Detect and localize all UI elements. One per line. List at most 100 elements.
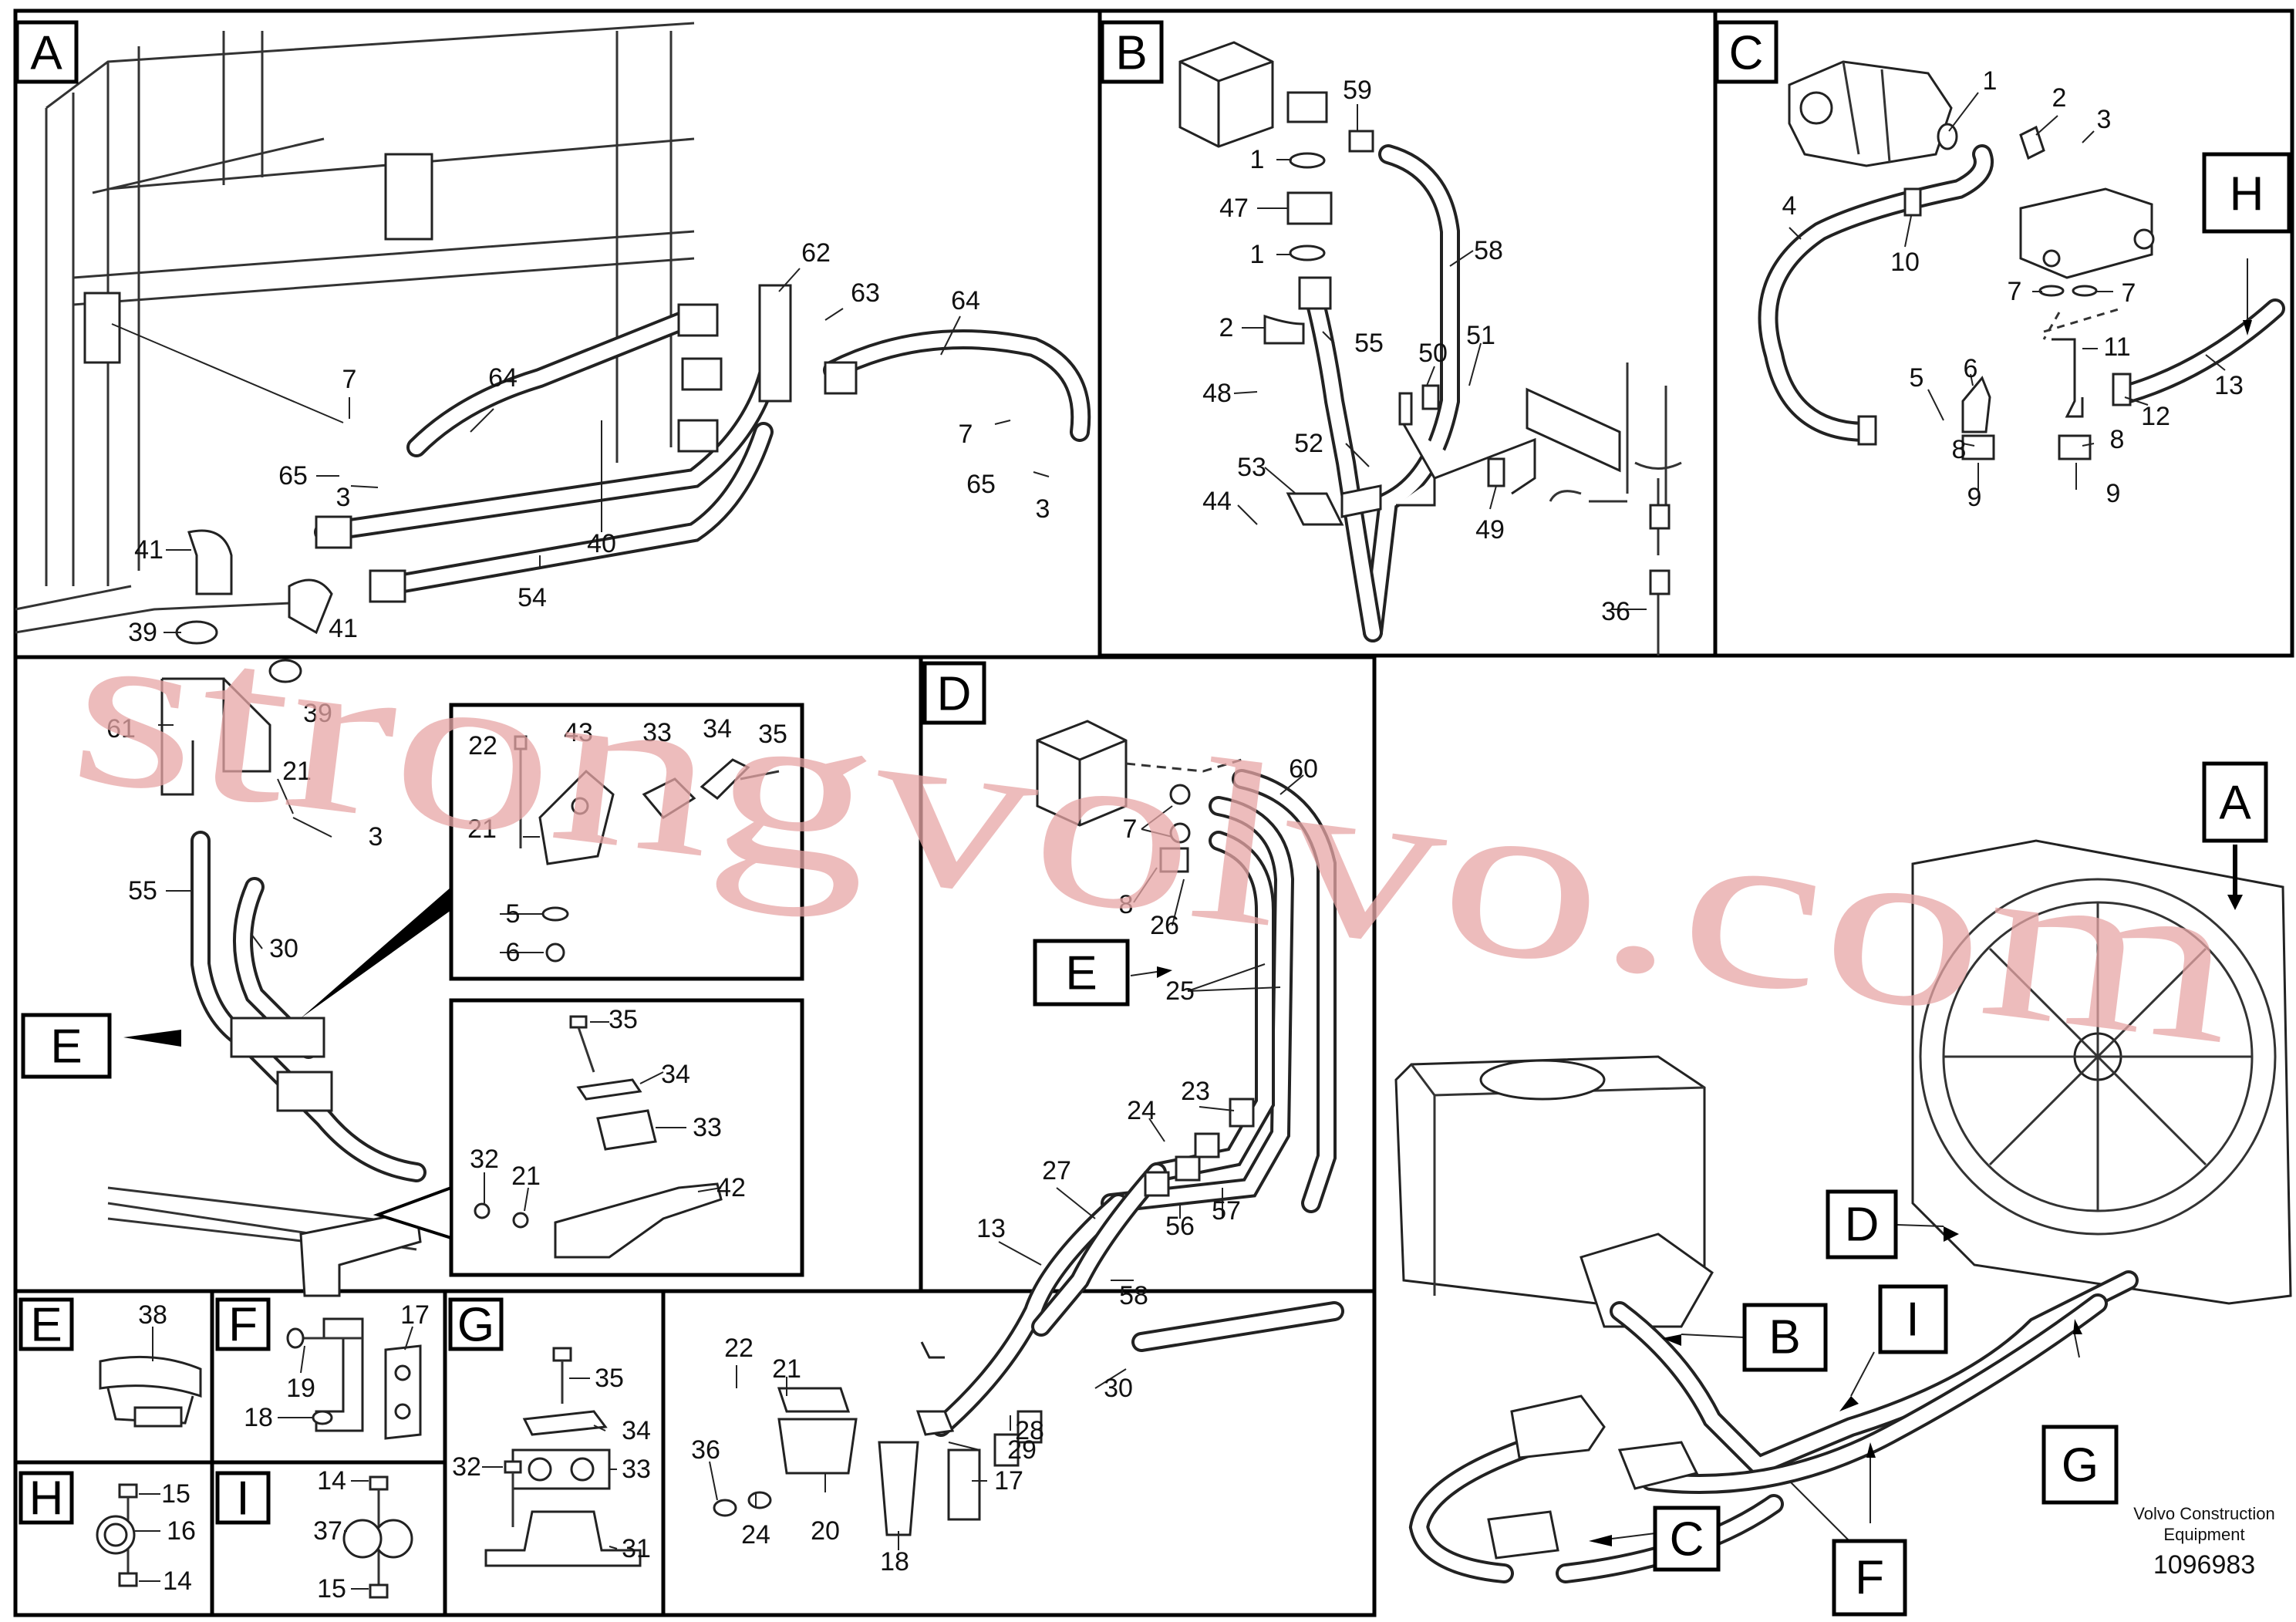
label-b-36: 36: [1601, 597, 1630, 626]
label-d-26: 26: [1150, 911, 1179, 940]
label-a-40: 40: [587, 529, 616, 558]
label-b-49: 49: [1475, 515, 1505, 545]
panel-d-labels: 60 7 8 26 25 23 24 27 13 56 57 58 22 21 …: [691, 754, 1318, 1576]
label-inset-35: 35: [758, 720, 787, 749]
label-inset-22: 22: [468, 731, 497, 760]
panel-a-artwork: [15, 22, 1091, 1297]
label-i-14: 14: [317, 1466, 346, 1496]
label-d-28: 28: [1015, 1416, 1044, 1445]
label-b-53: 53: [1237, 453, 1266, 482]
label-a-64: 64: [488, 363, 518, 393]
panel-h-artwork: 15 16 14: [96, 1479, 196, 1596]
label-a-41b: 41: [329, 614, 358, 643]
label-d-18: 18: [880, 1547, 909, 1576]
watermark: strongvolvo.com: [60, 573, 2250, 1093]
callout-h: H: [2230, 168, 2264, 221]
label-inset-b-34: 34: [661, 1060, 690, 1089]
tag-panel-f: F: [228, 1299, 258, 1352]
overview-tag-d: D: [1845, 1199, 1880, 1252]
label-a-63: 63: [851, 278, 880, 308]
overview-tag-a: A: [2219, 777, 2251, 830]
label-b-52: 52: [1294, 429, 1323, 458]
label-h-16: 16: [167, 1516, 196, 1546]
label-d-24b: 24: [741, 1520, 770, 1549]
label-b-1b: 1: [1250, 240, 1265, 269]
inset-top-frame: [449, 703, 804, 981]
label-d-25: 25: [1165, 976, 1195, 1006]
tag-panel-c: C: [1729, 27, 1764, 80]
panel-e-artwork: 38: [99, 1300, 202, 1428]
label-d-30: 30: [1104, 1374, 1133, 1403]
label-a-62: 62: [801, 238, 831, 268]
label-f-17: 17: [400, 1300, 430, 1330]
label-e-38: 38: [138, 1300, 167, 1330]
label-inset-b-35: 35: [609, 1005, 638, 1034]
label-b-58: 58: [1474, 236, 1503, 265]
panel-b-labels: 59 1 47 1 58 2 55 50 51 48 52 53 44 49 3…: [1202, 76, 1630, 626]
label-a-3: 3: [336, 483, 351, 512]
callout-tags: E E H: [21, 152, 2291, 1079]
document-number: 1096983: [2153, 1550, 2255, 1580]
label-b-48: 48: [1202, 379, 1232, 408]
overview-tag-g: G: [2062, 1439, 2099, 1492]
label-d-22: 22: [724, 1334, 754, 1363]
label-a-41: 41: [134, 535, 164, 565]
tag-panel-e: E: [30, 1299, 62, 1352]
label-b-1: 1: [1250, 145, 1265, 174]
panel-i-frame: [210, 1460, 447, 1617]
label-inset-b-42: 42: [716, 1173, 746, 1202]
label-a-65: 65: [278, 461, 308, 491]
tag-panel-d: D: [937, 668, 972, 721]
label-a-39: 39: [128, 618, 157, 647]
label-a-55: 55: [128, 876, 157, 905]
credit-block: Volvo Construction Equipment 1096983: [2133, 1504, 2274, 1580]
tag-panel-h: H: [29, 1472, 64, 1526]
label-d-56: 56: [1165, 1212, 1195, 1241]
panel-b-artwork: [1178, 41, 1682, 656]
inset-bottom-artwork: [474, 1015, 723, 1259]
tag-panel-g: G: [457, 1299, 494, 1352]
label-d-7: 7: [1123, 814, 1138, 844]
panel-frames: [13, 8, 2294, 1617]
label-c-3: 3: [2097, 105, 2112, 134]
label-a-21: 21: [282, 757, 312, 786]
label-b-51: 51: [1466, 321, 1495, 350]
label-h-14: 14: [163, 1566, 192, 1596]
label-inset-33: 33: [642, 718, 672, 747]
label-a-64b: 64: [951, 286, 980, 315]
label-c-4: 4: [1782, 191, 1797, 221]
label-f-18: 18: [244, 1403, 273, 1432]
inset-bottom-pointer: [373, 1185, 453, 1240]
label-a-30: 30: [269, 934, 298, 963]
label-inset-5: 5: [506, 899, 521, 929]
label-inset-b-21: 21: [511, 1162, 541, 1191]
label-c-7: 7: [2008, 277, 2022, 306]
label-d-29: 29: [1007, 1435, 1037, 1465]
label-a-54: 54: [518, 583, 547, 612]
tag-panel-b: B: [1115, 27, 1147, 80]
panel-d-lower-frame: [661, 1289, 1377, 1617]
label-c-8b: 8: [2110, 425, 2125, 454]
panel-a-labels: 7 64 62 63 64 65 3 40 41 39 54 41 39 61 …: [106, 238, 1050, 963]
panel-c-labels: 1 2 3 4 10 7 7 11 5 6 12 13 8 8 9 9: [1782, 66, 2244, 512]
label-b-47: 47: [1219, 194, 1249, 223]
label-i-37: 37: [313, 1516, 342, 1546]
label-inset-b-33: 33: [693, 1113, 722, 1142]
label-a-65b: 65: [966, 470, 996, 499]
label-c-12: 12: [2141, 402, 2170, 431]
label-a-61: 61: [106, 714, 136, 744]
label-c-1: 1: [1983, 66, 1998, 96]
overview-tag-i: I: [1906, 1293, 1919, 1347]
label-d-60: 60: [1289, 754, 1318, 784]
inset-bottom-labels: 35 34 33 32 21 42: [470, 1005, 746, 1202]
label-g-32: 32: [452, 1452, 481, 1482]
panel-i-artwork: 14 37 15: [313, 1466, 413, 1603]
inset-top-labels: 22 43 33 34 35 21 5 6: [467, 714, 787, 967]
label-a-7b: 7: [959, 420, 973, 449]
overview-leaders: [123, 258, 2252, 1546]
label-f-19: 19: [286, 1374, 315, 1403]
panel-d-artwork: [713, 720, 1344, 1536]
label-c-10: 10: [1890, 248, 1920, 277]
panel-c-artwork: [1758, 60, 2285, 460]
